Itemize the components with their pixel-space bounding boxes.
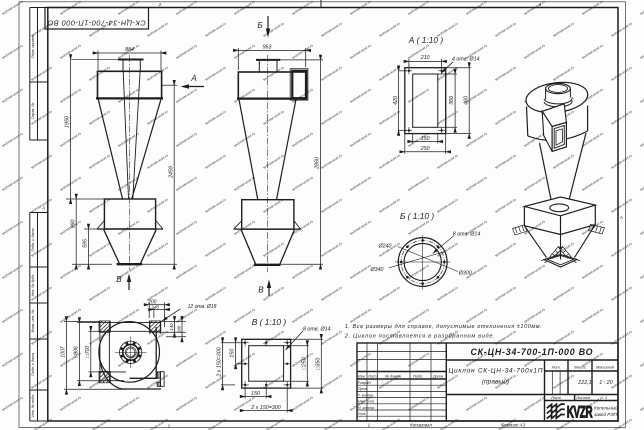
- svg-text:1007: 1007: [61, 346, 67, 357]
- svg-text:Утв.: Утв.: [358, 412, 367, 416]
- svg-text:Ø300: Ø300: [458, 271, 472, 277]
- svg-text:360: 360: [449, 96, 455, 105]
- svg-text:963: 963: [263, 44, 272, 50]
- svg-text:(правый): (правый): [482, 378, 509, 386]
- svg-text:Копельный: Копельный: [594, 405, 618, 411]
- svg-text:250: 250: [420, 146, 430, 152]
- svg-text:1 : 20: 1 : 20: [599, 380, 613, 386]
- svg-text:Лист: Лист: [550, 396, 561, 400]
- svg-text:Формат А3: Формат А3: [501, 422, 526, 427]
- svg-text:8 отв. Ø14: 8 отв. Ø14: [453, 232, 481, 238]
- svg-text:Инв. № дубл.: Инв. № дубл.: [31, 274, 35, 297]
- svg-text:Листов: Листов: [575, 396, 590, 400]
- svg-text:1: 1: [605, 396, 607, 400]
- svg-text:2 х 150=300: 2 х 150=300: [250, 405, 280, 411]
- svg-text:А: А: [41, 206, 45, 211]
- svg-text:990: 990: [70, 220, 76, 229]
- svg-text:2: 2: [158, 2, 162, 7]
- svg-text:Копировал: Копировал: [410, 422, 432, 427]
- svg-text:Б: Б: [257, 21, 263, 30]
- svg-text:884: 884: [125, 47, 134, 53]
- svg-text:А: А: [190, 74, 197, 83]
- svg-text:Дата: Дата: [432, 374, 443, 378]
- svg-text:завод РЭП: завод РЭП: [593, 412, 618, 417]
- svg-text:1. Все размеры для справок, до: 1. Все размеры для справок, допустимые о…: [345, 324, 542, 330]
- svg-text:Лит.: Лит.: [551, 365, 561, 369]
- svg-text:150: 150: [421, 136, 430, 142]
- svg-text:8 отв. Ø14: 8 отв. Ø14: [303, 327, 331, 333]
- svg-text:2459: 2459: [168, 166, 174, 179]
- svg-text:Масса: Масса: [574, 365, 585, 369]
- svg-text:А ( 1:10 ): А ( 1:10 ): [408, 35, 444, 45]
- svg-text:Ø340: Ø340: [370, 267, 384, 273]
- svg-text:140: 140: [152, 305, 160, 310]
- svg-text:Подп. и дата: Подп. и дата: [31, 228, 35, 251]
- svg-text:595: 595: [83, 239, 89, 248]
- svg-text:Подп.: Подп.: [413, 374, 423, 378]
- svg-text:2860: 2860: [315, 157, 321, 170]
- svg-text:2 х 150=300: 2 х 150=300: [216, 347, 222, 377]
- svg-text:Лист: Лист: [367, 374, 378, 378]
- svg-text:А: А: [619, 215, 623, 220]
- svg-text:420: 420: [393, 96, 399, 105]
- svg-text:Справ. №: Справ. №: [31, 103, 35, 120]
- svg-text:4 отв. Ø14: 4 отв. Ø14: [452, 56, 480, 62]
- svg-text:2. Циклон поставляется в разоб: 2. Циклон поставляется в разобранном вид…: [344, 334, 495, 340]
- svg-text:1: 1: [368, 422, 371, 427]
- svg-text:В: В: [258, 286, 264, 295]
- svg-text:Ø240: Ø240: [378, 244, 392, 250]
- svg-text:Масштаб: Масштаб: [596, 365, 615, 369]
- svg-text:460: 460: [463, 96, 469, 105]
- svg-text:2: 2: [167, 423, 171, 428]
- svg-text:Взам. инв. №: Взам. инв. №: [31, 310, 35, 333]
- svg-text:Т. контр.: Т. контр.: [358, 393, 374, 397]
- svg-text:□250: □250: [301, 357, 307, 369]
- svg-text:□906: □906: [74, 346, 80, 358]
- svg-text:Подп. и дата: Подп. и дата: [31, 353, 35, 376]
- svg-text:СК-ЦН-34-700-1П-000 ВО: СК-ЦН-34-700-1П-000 ВО: [471, 347, 593, 357]
- svg-text:Б ( 1:10 ): Б ( 1:10 ): [400, 211, 435, 221]
- svg-text:200: 200: [147, 299, 157, 305]
- svg-text:□700: □700: [85, 346, 91, 358]
- svg-text:KVZR: KVZR: [567, 402, 593, 422]
- svg-text:1950: 1950: [65, 116, 71, 128]
- svg-text:В: В: [116, 275, 122, 284]
- svg-text:150: 150: [230, 349, 236, 358]
- svg-text:В ( 1:10 ): В ( 1:10 ): [252, 317, 287, 327]
- svg-text:222,1: 222,1: [577, 380, 592, 386]
- svg-text:12 отв. Ø18: 12 отв. Ø18: [188, 304, 217, 310]
- svg-text:Пров.: Пров.: [358, 387, 368, 391]
- svg-text:Перв. примен.: Перв. примен.: [31, 34, 35, 59]
- svg-text:Разраб.: Разраб.: [358, 381, 372, 385]
- svg-text:Циклон СК-ЦН-34-700х1П: Циклон СК-ЦН-34-700х1П: [449, 368, 543, 375]
- svg-text:□350: □350: [315, 358, 321, 370]
- svg-text:140: 140: [169, 323, 174, 331]
- svg-text:200: 200: [176, 325, 181, 334]
- svg-text:Изм: Изм: [358, 374, 365, 378]
- svg-text:СК-ЦН-34-700-1П-000 ВО: СК-ЦН-34-700-1П-000 ВО: [47, 18, 145, 27]
- svg-text:210: 210: [420, 55, 430, 61]
- svg-text:№ докум.: № докум.: [385, 374, 402, 378]
- svg-text:Н. контр.: Н. контр.: [358, 406, 375, 410]
- svg-text:1: 1: [539, 2, 542, 7]
- svg-text:Нач. отд.: Нач. отд.: [358, 400, 375, 404]
- svg-text:Инв. № подл.: Инв. № подл.: [31, 394, 35, 417]
- svg-text:150: 150: [251, 391, 260, 397]
